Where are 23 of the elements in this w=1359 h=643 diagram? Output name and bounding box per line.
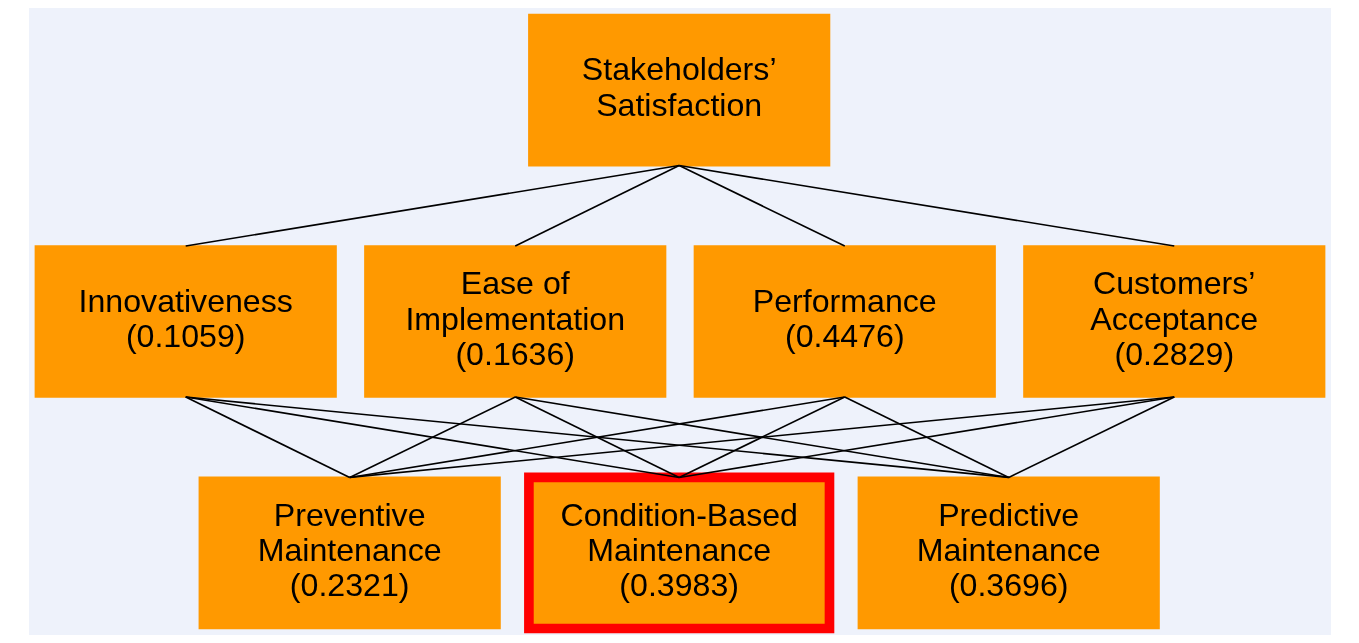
connector — [184, 396, 680, 479]
node-box: Preventive Maintenance (0.2321) — [198, 476, 501, 630]
node-box: Stakeholders’ Satisfaction — [527, 13, 830, 167]
node-box: Ease of Implementation (0.1636) — [363, 245, 666, 398]
connector — [677, 396, 846, 479]
node-box: Condition-Based Maintenance (0.3983) — [523, 472, 834, 634]
connector — [677, 164, 846, 247]
connector — [1007, 396, 1175, 479]
connector — [348, 396, 846, 479]
node-box: Innovativeness (0.1059) — [34, 245, 337, 398]
node-box: Predictive Maintenance (0.3696) — [857, 476, 1160, 630]
connector — [677, 396, 1175, 479]
connector — [513, 164, 680, 247]
connector — [843, 396, 1009, 479]
connector — [513, 396, 1009, 479]
node-box: Customers’ Acceptance (0.2829) — [1022, 245, 1325, 398]
connector — [513, 396, 680, 479]
connector — [348, 396, 1175, 479]
node-box: Performance (0.4476) — [693, 245, 996, 398]
connector — [184, 164, 680, 247]
connector — [184, 396, 350, 479]
connector — [677, 164, 1175, 247]
connector — [184, 396, 1009, 479]
